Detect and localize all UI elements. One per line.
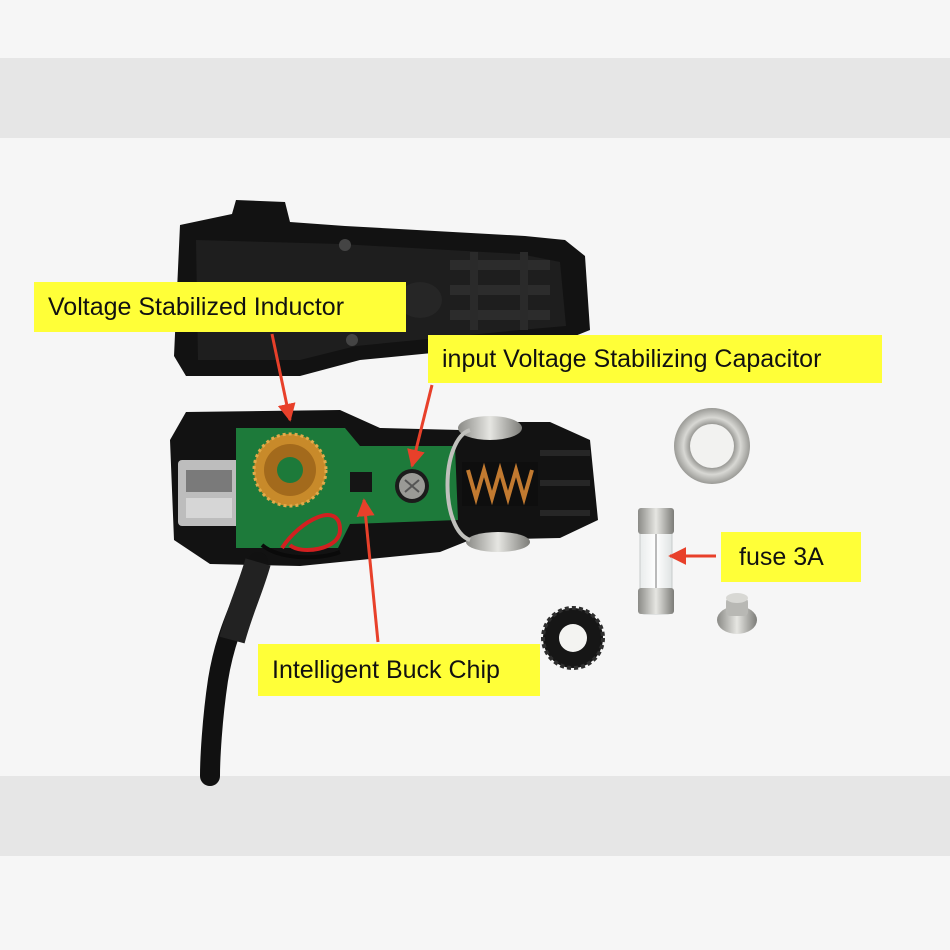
metal-washer: [674, 408, 750, 484]
callout-intelligent-buck-chip: Intelligent Buck Chip: [258, 644, 540, 696]
side-clip-bottom: [466, 532, 530, 552]
electrolytic-capacitor: [395, 469, 429, 503]
callout-voltage-stabilized-inductor: Voltage Stabilized Inductor: [34, 282, 406, 332]
red-wire: [280, 513, 343, 552]
side-clip-top: [458, 416, 522, 440]
rubber-grommet: [541, 606, 605, 670]
black-wire: [260, 543, 341, 560]
glass-fuse: [638, 508, 674, 615]
callout-fuse: fuse 3A: [721, 532, 861, 582]
tip-spring: [462, 462, 538, 506]
top-band: [0, 58, 950, 138]
toroid-inductor: [252, 432, 328, 508]
bottom-band: [0, 776, 950, 856]
callout-input-voltage-stabilizing-capacitor: input Voltage Stabilizing Capacitor: [428, 335, 882, 383]
lower-housing-assembly: [170, 410, 598, 566]
metal-tip-contact: [717, 593, 757, 634]
buck-chip: [350, 472, 372, 492]
